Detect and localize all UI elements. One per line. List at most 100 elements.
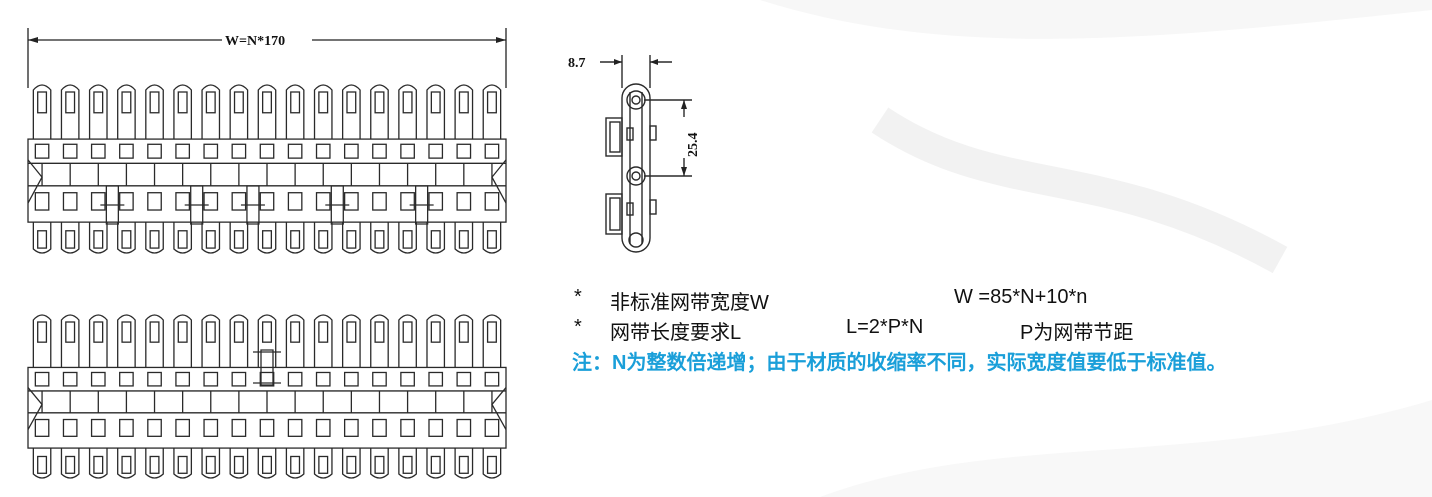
belt-link-slot	[458, 321, 469, 343]
bullet-star: *	[574, 316, 582, 338]
belt-link-tooth	[145, 314, 164, 368]
belt-link-window	[400, 418, 415, 437]
belt-link-window	[119, 371, 134, 387]
remark-note: 注：N为整数倍递增；由于材质的收缩率不同，实际宽度值要低于标准值。	[572, 352, 1227, 374]
belt-link-window	[90, 192, 106, 211]
belt-link-slot	[486, 455, 497, 474]
spec-notes: * 非标准网带宽度W W =85*N+10*n * 网带长度要求L L=2*P*…	[572, 286, 1432, 376]
belt-link-window	[456, 192, 472, 211]
belt-link-window	[428, 192, 444, 211]
belt-link-window	[147, 192, 162, 211]
belt-link-tooth	[229, 314, 249, 368]
belt-link-window	[90, 143, 106, 159]
belt-link-tooth	[285, 448, 305, 479]
belt-link-tooth	[60, 448, 80, 479]
width-formula: W =85*N+10*n	[954, 286, 1088, 308]
belt-link-slot	[346, 230, 357, 249]
bullet-star: *	[574, 286, 582, 308]
belt-hinge-clip	[105, 185, 120, 225]
belt-link-tooth	[32, 314, 52, 368]
belt-link-slot	[177, 455, 188, 474]
belt-link-slot	[318, 455, 329, 474]
belt-link-window	[231, 143, 247, 159]
belt-link-tooth	[482, 314, 502, 368]
belt-link-slot	[261, 230, 273, 249]
belt-link-window	[175, 371, 191, 387]
belt-link-slot	[37, 455, 48, 474]
belt-link-slot	[430, 230, 441, 249]
belt-link-window	[259, 192, 275, 211]
belt-link-window	[119, 192, 134, 211]
belt-link-window	[90, 418, 106, 437]
belt-link-slot	[402, 321, 413, 343]
belt-link-slot	[177, 321, 188, 343]
belt-link-slot	[402, 455, 413, 474]
belt-link-slot	[205, 91, 216, 114]
belt-link-window	[315, 371, 331, 387]
belt-link-window	[119, 143, 134, 159]
belt-link-slot	[37, 321, 48, 343]
belt-link-slot	[261, 455, 273, 474]
belt-link-slot	[65, 91, 76, 114]
belt-link-window	[400, 143, 415, 159]
belt-link-window	[259, 371, 275, 387]
belt-link-tooth	[117, 314, 136, 368]
belt-link-slot	[430, 91, 441, 114]
belt-link-slot	[458, 230, 469, 249]
belt-link-tooth	[257, 448, 277, 479]
belt-link-tooth	[32, 448, 52, 479]
length-formula: L=2*P*N	[846, 316, 924, 338]
belt-link-tooth	[370, 84, 389, 140]
belt-link-window	[259, 143, 275, 159]
belt-link-tooth	[313, 84, 333, 140]
belt-link-slot	[205, 321, 216, 343]
belt-link-slot	[149, 321, 160, 343]
belt-link-slot	[177, 230, 188, 249]
belt-link-window	[484, 192, 500, 211]
belt-link-tooth	[32, 222, 52, 254]
belt-link-tooth	[173, 84, 193, 140]
belt-link-window	[90, 371, 106, 387]
note-row-length: * 网带长度要求L L=2*P*N P为网带节距	[572, 316, 1432, 346]
belt-side-view	[600, 55, 692, 253]
width-dimension	[27, 28, 507, 88]
belt-link-tooth	[426, 314, 446, 368]
note-row-width: * 非标准网带宽度W W =85*N+10*n	[572, 286, 1432, 316]
belt-link-slot	[121, 91, 132, 114]
belt-link-tooth	[370, 222, 389, 254]
belt-link-slot	[486, 321, 497, 343]
belt-hinge-clip	[330, 185, 344, 225]
belt-link-slot	[65, 321, 76, 343]
belt-link-window	[34, 143, 50, 159]
width-dimension-label: W=N*170	[225, 34, 285, 49]
belt-link-window	[484, 371, 500, 387]
belt-link-window	[203, 371, 219, 387]
belt-link-tooth	[117, 222, 136, 254]
pitch-note: P为网带节距	[1020, 322, 1134, 344]
belt-link-tooth	[88, 448, 108, 479]
belt-link-window	[287, 143, 303, 159]
belt-link-slot	[290, 455, 301, 474]
belt-link-window	[400, 371, 415, 387]
belt-link-window	[231, 192, 247, 211]
belt-link-window	[175, 418, 191, 437]
belt-link-slot	[177, 91, 188, 114]
belt-edge-guard	[27, 159, 43, 204]
belt-outline	[27, 138, 507, 223]
belt-link-slot	[93, 455, 104, 474]
belt-link-slot	[318, 230, 329, 249]
belt-link-window	[343, 371, 359, 387]
belt-link-tooth	[454, 314, 474, 368]
belt-link-window	[34, 371, 50, 387]
belt-link-tooth	[341, 448, 361, 479]
belt-link-window	[62, 371, 78, 387]
belt-link-tooth	[285, 84, 305, 140]
belt-link-slot	[37, 91, 48, 114]
belt-link-tooth	[173, 222, 193, 254]
belt-link-tooth	[229, 222, 249, 254]
belt-link-window	[456, 143, 472, 159]
belt-link-window	[203, 418, 219, 437]
belt-link-slot	[318, 321, 329, 343]
belt-link-slot	[374, 91, 385, 114]
belt-link-tooth	[257, 314, 277, 368]
